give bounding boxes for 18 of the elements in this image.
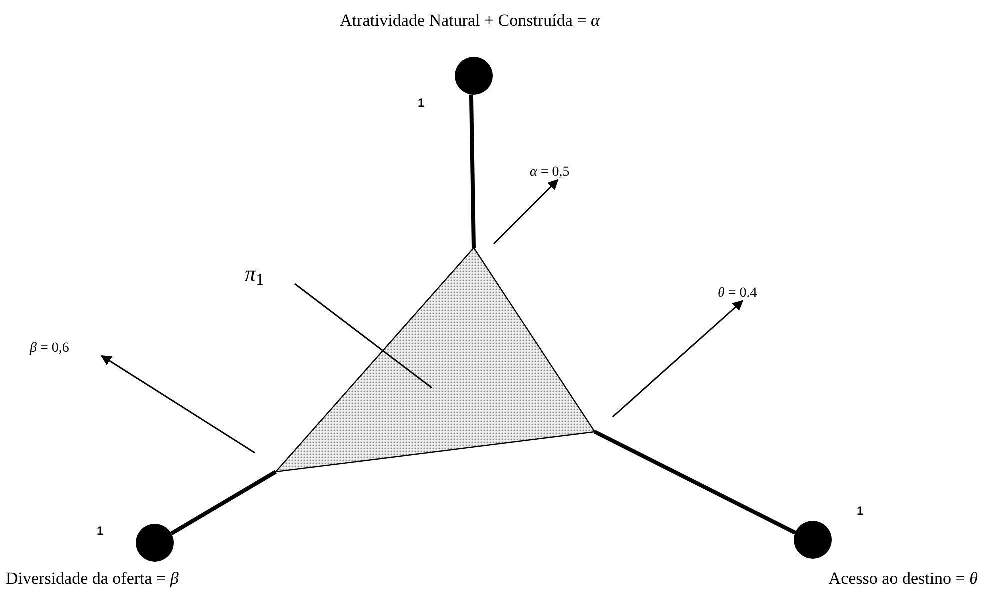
arrow: [493, 179, 559, 245]
weight-label: θ = 0.4: [718, 287, 758, 301]
scale-mark: 1: [97, 525, 104, 537]
axis-caption: Acesso ao destino = θ: [828, 569, 978, 588]
axis-caption: Diversidade da oferta = β: [6, 569, 179, 588]
scale-mark: 1: [857, 505, 864, 517]
axis-caption: Atratividade Natural + Construída = α: [340, 11, 600, 30]
arrow: [100, 355, 256, 454]
leader-line: [294, 283, 432, 389]
weight-label: α = 0,5: [530, 166, 570, 180]
connector-line: [469, 94, 476, 248]
connector-line: [170, 470, 278, 536]
weight-label: β = 0,6: [30, 342, 70, 356]
shaded-triangle: [276, 248, 595, 472]
plane-label: π$_{1}$: [245, 263, 264, 285]
connector-line: [594, 430, 796, 535]
scale-mark: 1: [418, 97, 425, 109]
arrow: [612, 300, 744, 418]
